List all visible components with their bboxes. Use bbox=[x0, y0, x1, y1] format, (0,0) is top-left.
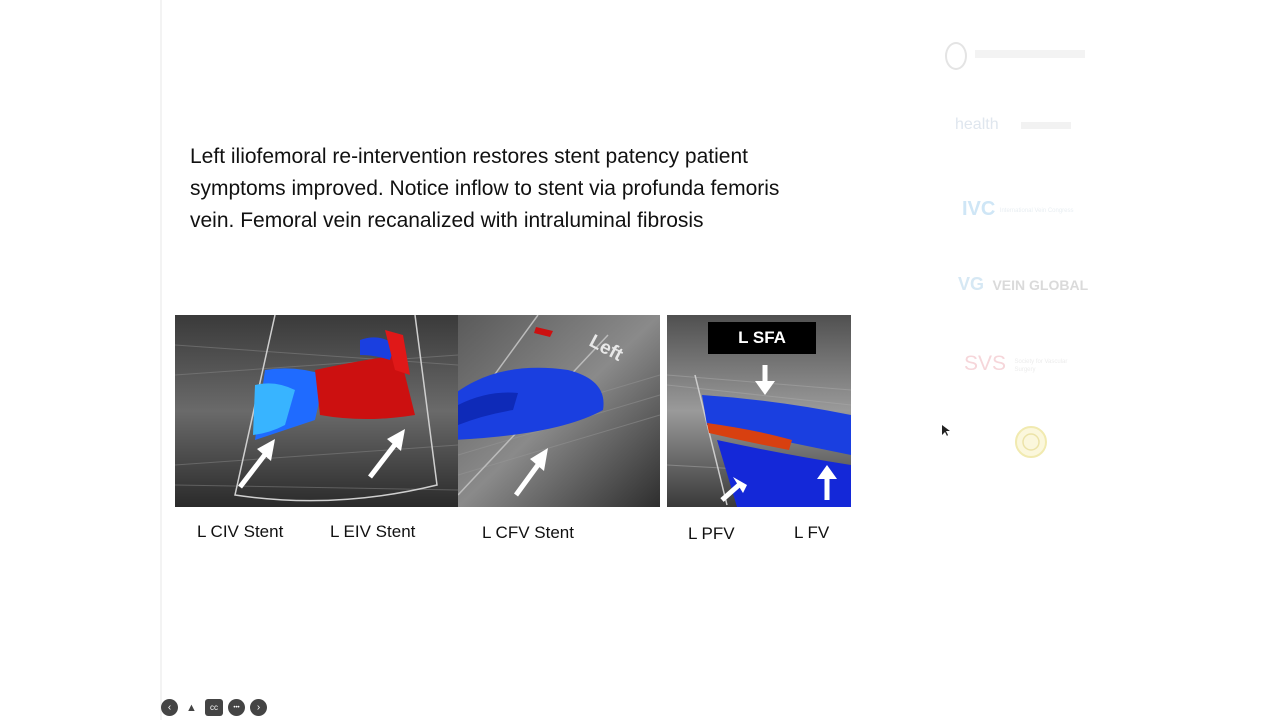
captions-button[interactable]: cc bbox=[205, 699, 223, 716]
ultrasound-image-cfv: Left bbox=[458, 315, 660, 507]
label-cfv-stent: L CFV Stent bbox=[482, 523, 574, 542]
slide-edge bbox=[160, 0, 162, 720]
vein-global-logo: VG VEIN GLOBAL bbox=[958, 274, 1089, 294]
svs-logo: SVS Society for Vascular Surgery bbox=[964, 352, 1068, 375]
ultrasound-image-iliac bbox=[175, 315, 458, 507]
slide-body-text: Left iliofemoral re-intervention restore… bbox=[190, 145, 780, 232]
next-button[interactable]: › bbox=[250, 699, 267, 716]
label-pfv: L PFV bbox=[688, 524, 735, 543]
more-button[interactable]: ••• bbox=[228, 699, 245, 716]
previous-button[interactable]: ‹ bbox=[161, 699, 178, 716]
label-civ-stent: L CIV Stent bbox=[197, 522, 284, 541]
sfa-tag: L SFA bbox=[708, 322, 816, 354]
mouse-cursor-icon bbox=[942, 424, 950, 442]
health-logo: health bbox=[955, 116, 1100, 138]
up-button[interactable]: ▲ bbox=[186, 701, 197, 714]
sponsor-logo-top bbox=[945, 40, 1095, 70]
label-eiv-stent: L EIV Stent bbox=[330, 522, 416, 541]
ivc-logo: IVC International Vein Congress bbox=[962, 198, 1074, 220]
player-controls: ‹ ▲ cc ••• › bbox=[161, 699, 267, 716]
seal-logo bbox=[1014, 425, 1048, 459]
label-fv: L FV bbox=[794, 523, 830, 542]
